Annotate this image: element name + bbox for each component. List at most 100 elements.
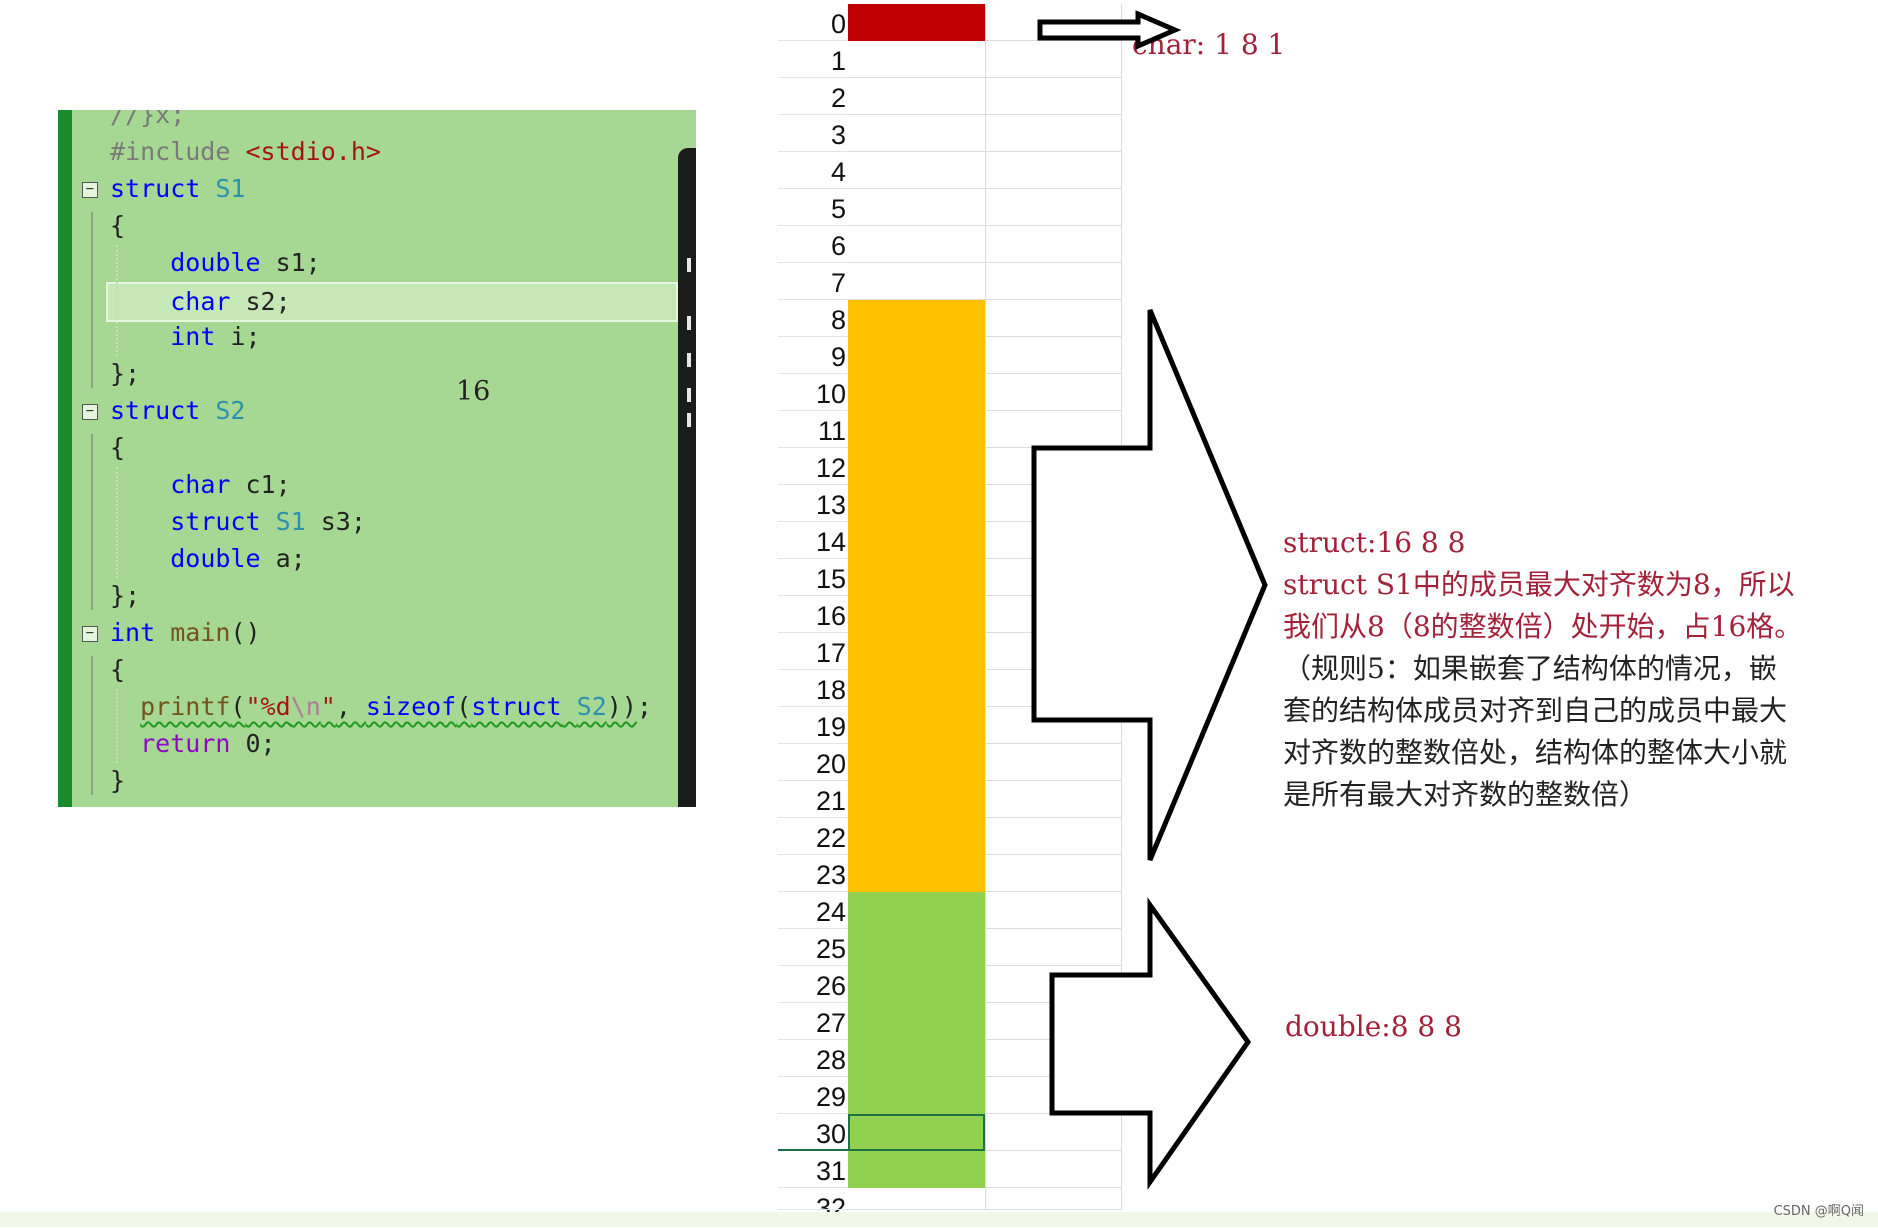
sheet-row[interactable]: 8 (778, 300, 1122, 337)
code-line[interactable]: #include <stdio.h> (110, 134, 381, 170)
code-line[interactable]: }; (110, 356, 140, 392)
sheet-row[interactable]: 6 (778, 226, 1122, 263)
code-line[interactable]: struct S2 (110, 393, 245, 429)
memory-cell[interactable] (848, 522, 985, 559)
empty-cell[interactable] (985, 374, 1122, 411)
empty-cell[interactable] (985, 1188, 1122, 1210)
code-line[interactable]: double a; (110, 541, 305, 577)
memory-cell[interactable] (848, 4, 985, 41)
sheet-row[interactable]: 7 (778, 263, 1122, 300)
code-line[interactable]: int main() (110, 615, 261, 651)
memory-cell[interactable] (848, 485, 985, 522)
empty-cell[interactable] (985, 337, 1122, 374)
memory-cell[interactable] (848, 115, 985, 152)
code-line[interactable]: struct S1 s3; (110, 504, 366, 540)
empty-cell[interactable] (985, 781, 1122, 818)
empty-cell[interactable] (985, 929, 1122, 966)
sheet-row[interactable]: 4 (778, 152, 1122, 189)
sheet-row[interactable]: 24 (778, 892, 1122, 929)
sheet-row[interactable]: 21 (778, 781, 1122, 818)
memory-cell[interactable] (848, 744, 985, 781)
memory-cell[interactable] (848, 929, 985, 966)
memory-cell[interactable] (848, 189, 985, 226)
memory-cell[interactable] (848, 337, 985, 374)
memory-cell[interactable] (848, 300, 985, 337)
empty-cell[interactable] (985, 189, 1122, 226)
empty-cell[interactable] (985, 1151, 1122, 1188)
sheet-row[interactable]: 15 (778, 559, 1122, 596)
empty-cell[interactable] (985, 855, 1122, 892)
code-line[interactable]: struct S1 (110, 171, 245, 207)
code-line[interactable]: { (110, 652, 125, 688)
memory-cell[interactable] (848, 855, 985, 892)
sheet-row[interactable]: 16 (778, 596, 1122, 633)
sheet-row[interactable]: 23 (778, 855, 1122, 892)
memory-cell[interactable] (848, 374, 985, 411)
memory-cell[interactable] (848, 1077, 985, 1114)
sheet-row[interactable]: 9 (778, 337, 1122, 374)
code-line[interactable]: char c1; (110, 467, 290, 503)
code-editor[interactable]: //}x;#include <stdio.h>struct S1{ double… (58, 110, 696, 807)
memory-cell[interactable] (848, 559, 985, 596)
memory-cell[interactable] (848, 818, 985, 855)
memory-cell[interactable] (848, 892, 985, 929)
memory-cell[interactable] (848, 226, 985, 263)
code-line[interactable]: //}x; (110, 110, 185, 133)
sheet-row[interactable]: 20 (778, 744, 1122, 781)
empty-cell[interactable] (985, 152, 1122, 189)
memory-cell[interactable] (848, 707, 985, 744)
sheet-row[interactable]: 10 (778, 374, 1122, 411)
sheet-row[interactable]: 31 (778, 1151, 1122, 1188)
empty-cell[interactable] (985, 300, 1122, 337)
sheet-row[interactable]: 27 (778, 1003, 1122, 1040)
empty-cell[interactable] (985, 707, 1122, 744)
code-line[interactable]: } (110, 763, 125, 799)
memory-cell[interactable] (848, 596, 985, 633)
memory-cell[interactable] (848, 781, 985, 818)
empty-cell[interactable] (985, 818, 1122, 855)
memory-cell[interactable] (848, 78, 985, 115)
code-line[interactable]: { (110, 430, 125, 466)
memory-cell[interactable] (848, 1114, 985, 1151)
memory-cell[interactable] (848, 263, 985, 300)
code-line[interactable]: printf("%d\n", sizeof(struct S2)); (110, 689, 652, 725)
sheet-row[interactable]: 11 (778, 411, 1122, 448)
memory-cell[interactable] (848, 1188, 985, 1210)
fold-toggle-icon[interactable]: − (82, 404, 98, 420)
empty-cell[interactable] (985, 744, 1122, 781)
memory-cell[interactable] (848, 1040, 985, 1077)
memory-cell[interactable] (848, 633, 985, 670)
sheet-row[interactable]: 26 (778, 966, 1122, 1003)
sheet-row[interactable]: 25 (778, 929, 1122, 966)
memory-cell[interactable] (848, 152, 985, 189)
sheet-row[interactable]: 3 (778, 115, 1122, 152)
code-line[interactable]: }; (110, 578, 140, 614)
sheet-row[interactable]: 28 (778, 1040, 1122, 1077)
memory-cell[interactable] (848, 448, 985, 485)
memory-cell[interactable] (848, 670, 985, 707)
empty-cell[interactable] (985, 115, 1122, 152)
sheet-row[interactable]: 5 (778, 189, 1122, 226)
code-line[interactable]: { (110, 208, 125, 244)
memory-cell[interactable] (848, 1151, 985, 1188)
code-line[interactable]: return 0; (110, 726, 275, 762)
sheet-row[interactable]: 19 (778, 707, 1122, 744)
empty-cell[interactable] (985, 263, 1122, 300)
memory-cell[interactable] (848, 41, 985, 78)
empty-cell[interactable] (985, 1114, 1122, 1151)
memory-cell[interactable] (848, 411, 985, 448)
empty-cell[interactable] (985, 78, 1122, 115)
sheet-row[interactable]: 22 (778, 818, 1122, 855)
empty-cell[interactable] (985, 226, 1122, 263)
code-line[interactable]: char s2; (106, 282, 678, 322)
empty-cell[interactable] (985, 41, 1122, 78)
sheet-row[interactable]: 1 (778, 41, 1122, 78)
sheet-row[interactable]: 30 (778, 1114, 1122, 1151)
code-line[interactable]: int i; (110, 319, 260, 355)
empty-cell[interactable] (985, 892, 1122, 929)
memory-cell[interactable] (848, 1003, 985, 1040)
fold-toggle-icon[interactable]: − (82, 182, 98, 198)
fold-toggle-icon[interactable]: − (82, 626, 98, 642)
memory-cell[interactable] (848, 966, 985, 1003)
code-line[interactable]: double s1; (110, 245, 321, 281)
